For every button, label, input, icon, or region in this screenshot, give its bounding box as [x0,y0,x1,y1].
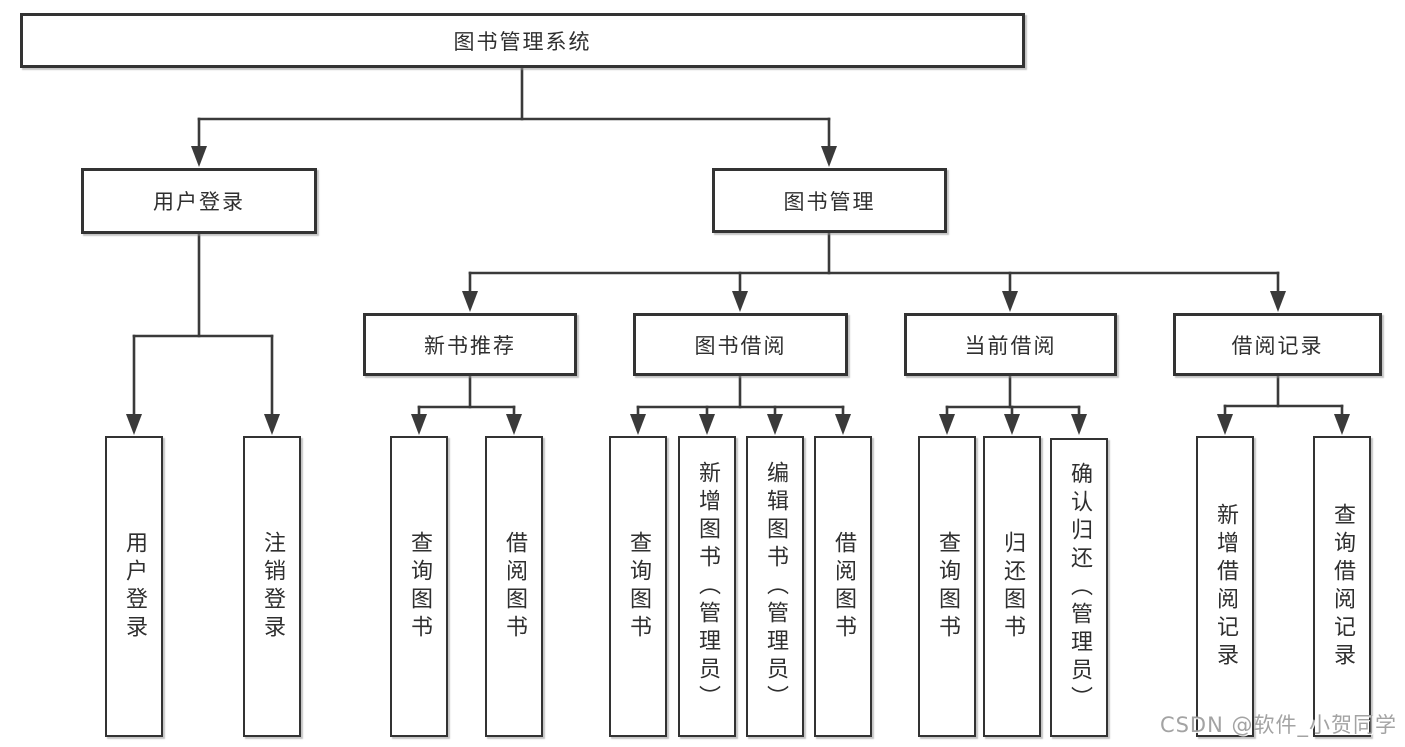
node-borrow-edit-books-admin-label: 编辑图书（管理员） [763,460,788,713]
node-current-query-books: 查询图书 [918,436,976,737]
node-record-query-borrow-record: 查询借阅记录 [1313,436,1371,737]
csdn-watermark: CSDN @软件_小贺同学 [1159,713,1397,737]
node-borrow-record: 借阅记录 [1173,313,1382,376]
node-recommend-query-books: 查询图书 [390,436,448,737]
node-user-login-leaf: 用户登录 [105,436,163,737]
node-current-confirm-return-admin-label: 确认归还（管理员） [1067,461,1092,714]
node-borrow-edit-books-admin: 编辑图书（管理员） [746,436,804,737]
node-current-return-books: 归还图书 [983,436,1041,737]
node-new-book-recommend: 新书推荐 [363,313,577,376]
node-library-system: 图书管理系统 [20,13,1025,68]
node-logout-leaf-label: 注销登录 [260,530,285,643]
node-borrow-query-books-label: 查询图书 [626,530,651,643]
node-borrow-query-books: 查询图书 [609,436,667,737]
node-borrow-add-books-admin-label: 新增图书（管理员） [695,460,720,713]
node-book-management: 图书管理 [712,168,947,233]
node-recommend-borrow-books-label: 借阅图书 [502,530,527,643]
node-borrow-borrow-books-label: 借阅图书 [831,530,856,643]
node-borrow-borrow-books: 借阅图书 [814,436,872,737]
node-user-login-leaf-label: 用户登录 [122,530,147,643]
node-logout-leaf: 注销登录 [243,436,301,737]
node-record-query-borrow-record-label: 查询借阅记录 [1330,502,1355,671]
node-recommend-query-books-label: 查询图书 [407,530,432,643]
node-record-add-borrow-record: 新增借阅记录 [1196,436,1254,737]
node-book-borrow: 图书借阅 [633,313,848,376]
node-user-login: 用户登录 [81,168,317,234]
node-borrow-add-books-admin: 新增图书（管理员） [678,436,736,737]
node-record-add-borrow-record-label: 新增借阅记录 [1213,502,1238,671]
node-recommend-borrow-books: 借阅图书 [485,436,543,737]
node-current-confirm-return-admin: 确认归还（管理员） [1050,438,1108,737]
node-current-return-books-label: 归还图书 [1000,530,1025,643]
node-current-borrow: 当前借阅 [904,313,1117,376]
node-current-query-books-label: 查询图书 [935,530,960,643]
